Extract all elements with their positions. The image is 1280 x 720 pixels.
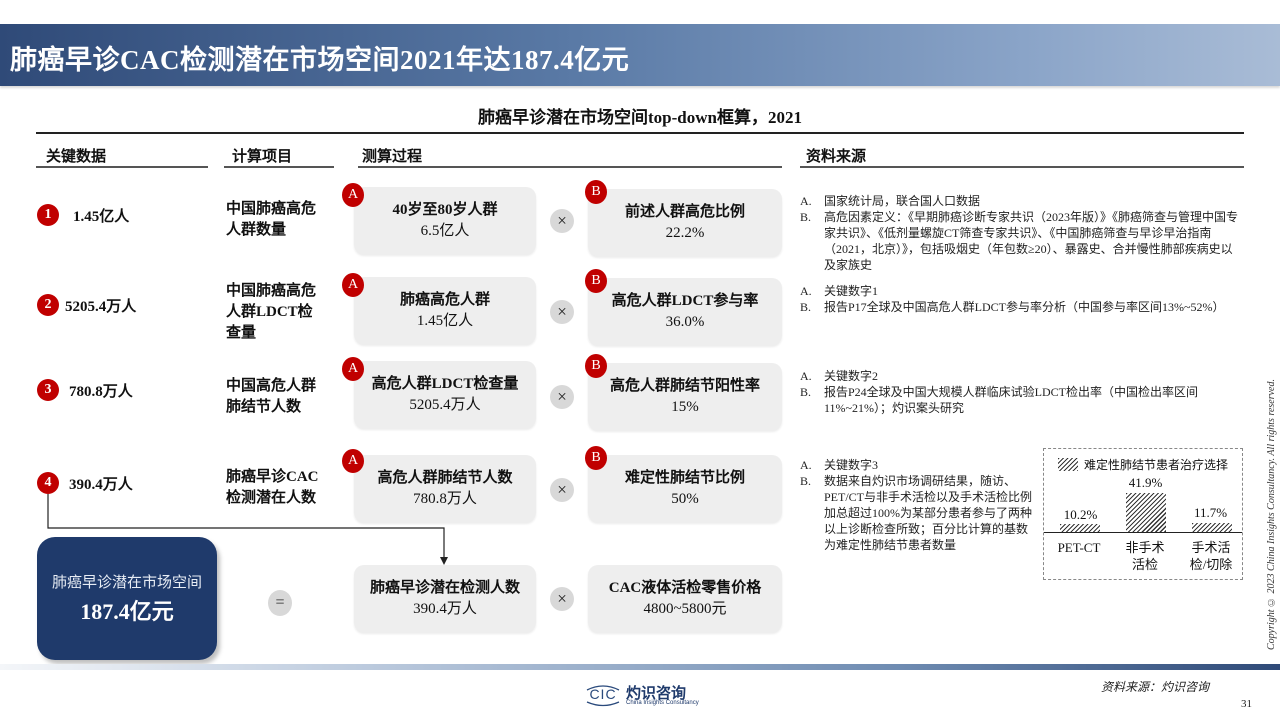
source-notes: A.关键数字3 B.数据来自灼识市场调研结果，随访、PET/CT与非手术活检以及… — [800, 458, 1033, 552]
factor-b-box: 高危人群LDCT参与率 36.0% — [588, 278, 782, 345]
source-notes: A.国家统计局，联合国人口数据 B.高危因素定义：《早期肺癌诊断专家共识（202… — [800, 194, 1239, 272]
result-label: 肺癌早诊潜在市场空间 — [51, 575, 202, 591]
company-logo: CIC 灼识咨询 China Insights Consultancy — [583, 681, 703, 709]
factor-title: 高危人群LDCT参与率 — [611, 292, 759, 309]
multiply-icon: × — [550, 587, 574, 611]
logo-abbr: CIC — [589, 686, 617, 702]
key-value: 780.8万人 — [69, 384, 133, 400]
factor-value: 22.2% — [665, 224, 705, 241]
column-header-sources: 资料来源 — [806, 149, 867, 165]
factor-a-box: 高危人群肺结节人数 780.8万人 — [354, 455, 536, 522]
column-header-calc-item: 计算项目 — [232, 149, 293, 165]
factor-a-badge: A — [342, 183, 364, 207]
section-subtitle: 肺癌早诊潜在市场空间top-down框算，2021 — [478, 108, 802, 127]
divider — [358, 166, 782, 168]
factor-b-badge: B — [585, 180, 607, 204]
calc-item-label: 肺癌早诊CAC检测潜在人数 — [226, 469, 319, 506]
factor-value: 6.5亿人 — [420, 222, 470, 239]
legend-label: 难定性肺结节患者治疗选择 — [1084, 458, 1229, 472]
cic-logo-icon — [586, 685, 620, 707]
multiply-icon: × — [550, 300, 574, 324]
divider — [36, 132, 1244, 134]
column-header-process: 测算过程 — [362, 149, 423, 165]
factor-a-box: 高危人群LDCT检查量 5205.4万人 — [354, 361, 536, 428]
chart-bar — [1060, 524, 1100, 532]
factor-title: 高危人群肺结节阳性率 — [609, 377, 760, 394]
equals-icon: = — [268, 590, 292, 616]
factor-a-badge: A — [342, 357, 364, 381]
factor-value: 390.4万人 — [413, 600, 477, 617]
factor-title: 肺癌高危人群 — [399, 291, 490, 308]
footer-source: 资料来源：灼识咨询 — [1101, 680, 1210, 694]
factor-value: 36.0% — [665, 313, 705, 330]
bar-value-label: 10.2% — [1063, 507, 1098, 522]
factor-value: 780.8万人 — [413, 490, 477, 507]
copyright-notice: Copyright © 2023 China Insights Consulta… — [1266, 379, 1277, 650]
factor-value: 1.45亿人 — [416, 312, 474, 329]
category-label: PET-CT — [1057, 540, 1101, 555]
chart-bar — [1192, 523, 1232, 532]
factor-a-box: 肺癌高危人群 1.45亿人 — [354, 277, 536, 344]
category-label: 非手术 活检 — [1125, 540, 1165, 572]
factor-b-box: 前述人群高危比例 22.2% — [588, 189, 782, 256]
treatment-choice-chart: 难定性肺结节患者治疗选择 10.2% 41.9% 11.7% PET-CT 非手… — [1043, 448, 1243, 580]
factor-value: 15% — [671, 398, 699, 415]
step-number-badge: 1 — [37, 204, 59, 226]
factor-b-box: 高危人群肺结节阳性率 15% — [588, 363, 782, 430]
factor-a-box: 肺癌早诊潜在检测人数 390.4万人 — [354, 565, 536, 632]
key-value: 390.4万人 — [69, 477, 133, 493]
multiply-icon: × — [550, 385, 574, 409]
divider — [36, 166, 208, 168]
factor-value: 4800~5800元 — [643, 600, 727, 617]
factor-a-badge: A — [342, 449, 364, 473]
chart-legend: 难定性肺结节患者治疗选择 — [1058, 456, 1228, 473]
calc-item-label: 中国肺癌高危人群数量 — [226, 201, 317, 238]
factor-title: 难定性肺结节比例 — [624, 469, 745, 486]
bar-value-label: 41.9% — [1128, 475, 1163, 490]
chart-bar — [1126, 493, 1166, 532]
chart-baseline — [1044, 532, 1242, 533]
page-number: 31 — [1241, 698, 1252, 710]
factor-title: CAC液体活检零售价格 — [608, 579, 762, 596]
factor-b-box: 难定性肺结节比例 50% — [588, 455, 782, 522]
step-number-badge: 3 — [37, 379, 59, 401]
multiply-icon: × — [550, 478, 574, 502]
factor-title: 40岁至80岁人群 — [392, 201, 498, 218]
factor-title: 前述人群高危比例 — [624, 203, 745, 220]
factor-b-badge: B — [585, 446, 607, 470]
logo-cn: 灼识咨询 — [626, 684, 687, 702]
bar-value-label: 11.7% — [1193, 505, 1228, 520]
factor-a-badge: A — [342, 273, 364, 297]
title-bar: 肺癌早诊CAC检测潜在市场空间2021年达187.4亿元 — [0, 24, 1280, 86]
divider — [224, 166, 334, 168]
factor-title: 高危人群肺结节人数 — [377, 469, 513, 486]
key-value: 5205.4万人 — [65, 299, 137, 315]
legend-swatch — [1058, 458, 1078, 471]
footer-bar — [0, 664, 1280, 670]
key-value: 1.45亿人 — [73, 209, 130, 225]
divider — [800, 166, 1244, 168]
factor-b-box: CAC液体活检零售价格 4800~5800元 — [588, 565, 782, 632]
calc-item-label: 中国高危人群肺结节人数 — [226, 378, 317, 415]
factor-title: 肺癌早诊潜在检测人数 — [369, 579, 520, 596]
step-number-badge: 4 — [37, 472, 59, 494]
factor-value: 50% — [671, 490, 699, 507]
column-header-key-data: 关键数据 — [46, 149, 107, 165]
factor-value: 5205.4万人 — [409, 396, 481, 413]
source-notes: A.关键数字2 B.报告P24全球及中国大规模人群临床试验LDCT检出率（中国检… — [800, 369, 1199, 415]
market-size-result: 肺癌早诊潜在市场空间 187.4亿元 — [37, 537, 217, 660]
calc-item-label: 中国肺癌高危人群LDCT检查量 — [226, 283, 317, 341]
page-title: 肺癌早诊CAC检测潜在市场空间2021年达187.4亿元 — [10, 45, 630, 75]
logo-en: China Insights Consultancy — [626, 700, 699, 706]
multiply-icon: × — [550, 209, 574, 233]
category-label: 手术活 检/切除 — [1189, 540, 1233, 572]
step-number-badge: 2 — [37, 294, 59, 316]
result-value: 187.4亿元 — [80, 599, 174, 624]
factor-a-box: 40岁至80岁人群 6.5亿人 — [354, 187, 536, 254]
factor-b-badge: B — [585, 354, 607, 378]
factor-b-badge: B — [585, 269, 607, 293]
source-notes: A.关键数字1 B.报告P17全球及中国高危人群LDCT参与率分析（中国参与率区… — [800, 284, 1225, 314]
factor-title: 高危人群LDCT检查量 — [371, 375, 519, 392]
